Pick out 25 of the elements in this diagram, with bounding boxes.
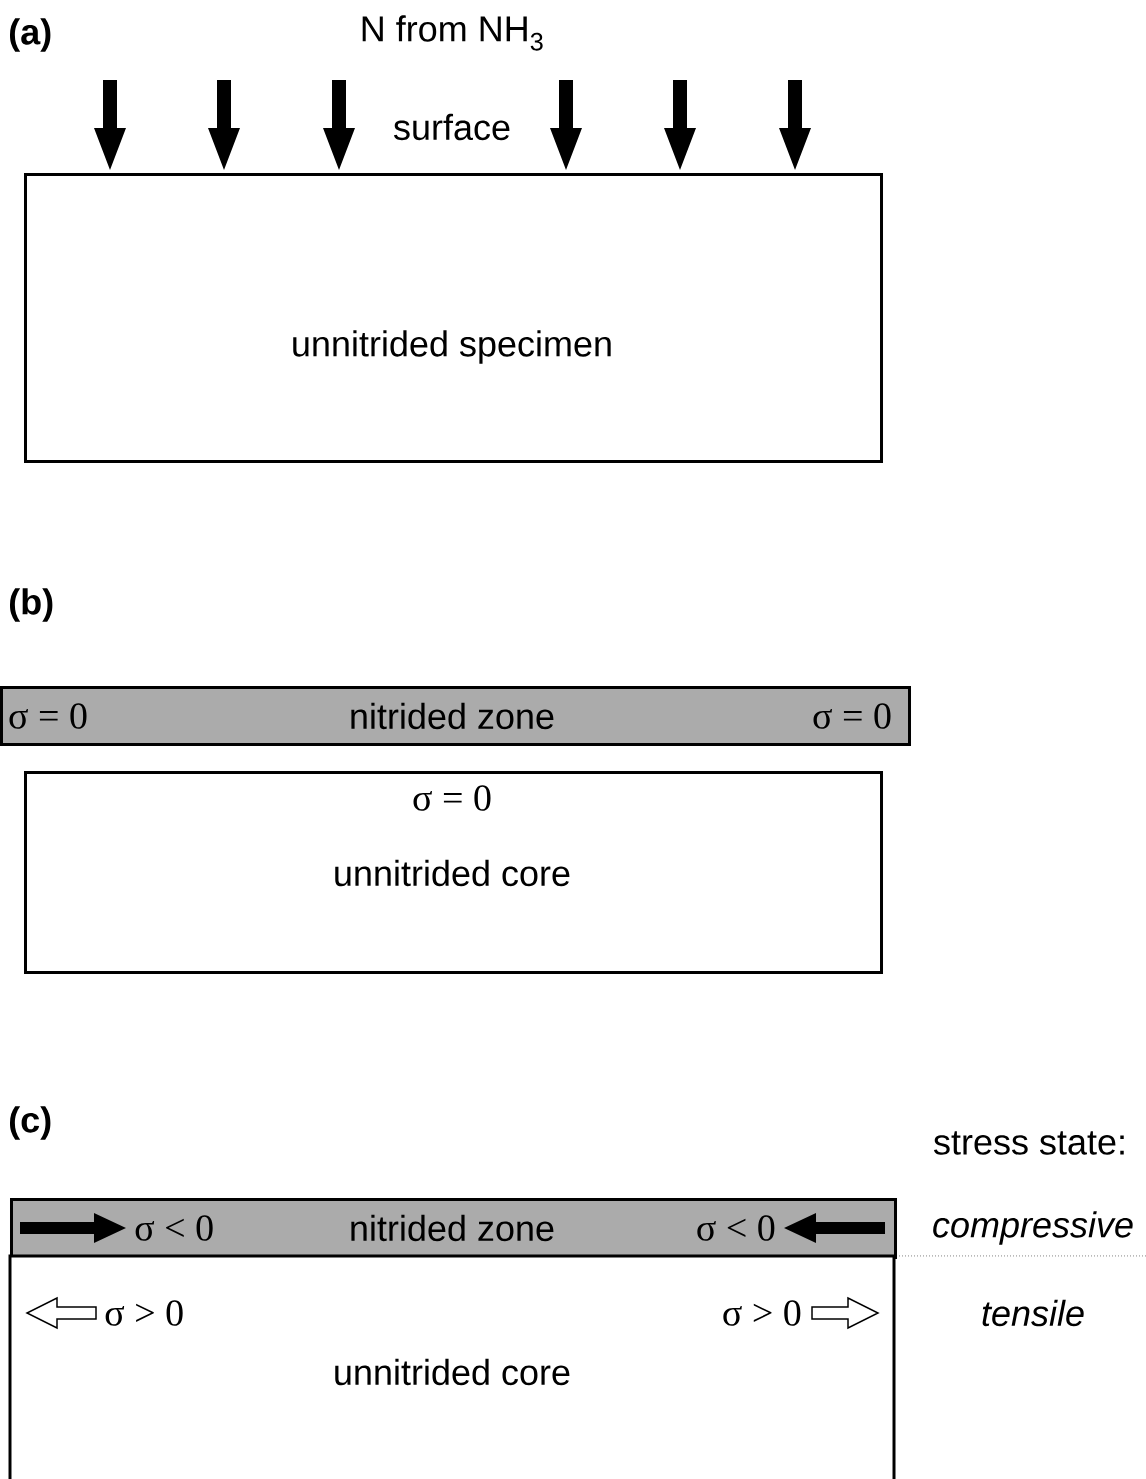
specimen-box [8, 1254, 896, 1479]
stress-formula: σ = 0 [413, 785, 491, 811]
panel-label: (a) [10, 18, 51, 52]
specimen-box [10, 1198, 897, 1259]
panel-label: (b) [10, 588, 53, 622]
stress-state-label: tensile [982, 1299, 1084, 1327]
stress-formula: σ < 0 [135, 1215, 213, 1241]
stress-formula: σ = 0 [813, 703, 891, 729]
source-label: N from NH$_{3}$ [362, 15, 543, 51]
stress-formula: σ < 0 [697, 1215, 775, 1241]
surface-label: surface [394, 113, 510, 141]
stress-formula: σ > 0 [723, 1300, 801, 1326]
stress-formula: σ > 0 [105, 1300, 183, 1326]
stress-formula: σ = 0 [9, 703, 87, 729]
zone-label: nitrided zone [351, 1214, 554, 1242]
zone-label: nitrided zone [351, 702, 554, 730]
specimen-box [24, 771, 883, 974]
stress-state-label: compressive [933, 1211, 1133, 1245]
panel-label: (c) [10, 1106, 51, 1140]
zone-label: unnitrided core [335, 859, 570, 887]
specimen-box [24, 173, 883, 463]
zone-label: unnitrided specimen [293, 330, 611, 364]
zone-label: unnitrided core [335, 1358, 570, 1386]
stress-state-heading: stress state: [934, 1131, 1124, 1155]
specimen-box [0, 686, 911, 746]
